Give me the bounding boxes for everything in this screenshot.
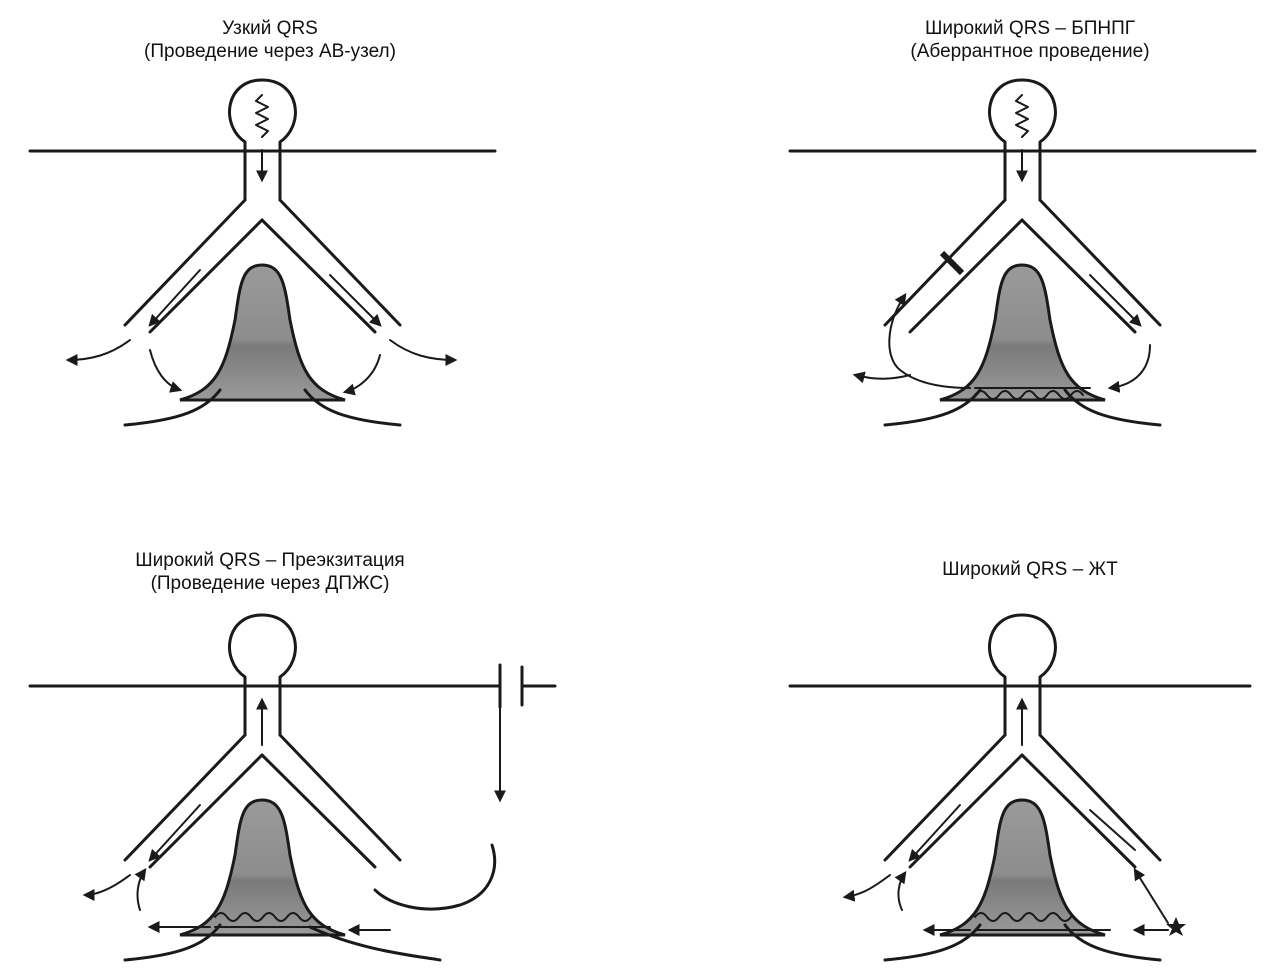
ventricular-septum [180, 265, 345, 400]
panel-title-preexcitation: Широкий QRS – Преэкзитация (Проведение ч… [60, 549, 480, 595]
diagram-preexcitation [30, 605, 570, 975]
conduction-arrow [845, 875, 890, 897]
av-node-bulb [230, 80, 296, 200]
panel-subheading: (Аберрантное проведение) [820, 40, 1240, 63]
sinus-wave [1016, 95, 1028, 137]
panel-title-narrow-qrs: Узкий QRS (Проведение через АВ-узел) [60, 17, 480, 63]
conduction-arrow [345, 355, 380, 392]
ventricular-septum [940, 800, 1105, 935]
conduction-arrow [390, 340, 455, 360]
panel-subheading: (Проведение через ДПЖС) [60, 572, 480, 595]
conduction-arrow [150, 805, 200, 860]
left-bundle-outer [125, 735, 245, 860]
left-bundle-outer [125, 200, 245, 325]
conduction-arrow [138, 870, 145, 910]
ventricular-septum [180, 800, 345, 935]
conduction-arrow [898, 873, 905, 910]
conduction-arrow [150, 270, 200, 325]
left-bundle-outer [885, 735, 1005, 860]
ectopic-focus-star-icon [1166, 917, 1186, 936]
panel-title-rbbb: Широкий QRS – БПНПГ (Аберрантное проведе… [820, 17, 1240, 63]
sinus-wave [256, 95, 268, 137]
conduction-arrow [1110, 345, 1150, 388]
diagram-vt [790, 605, 1260, 975]
ventricular-septum [940, 265, 1105, 400]
conduction-arrow [1090, 275, 1140, 325]
right-bundle-outer [1040, 200, 1160, 325]
right-bundle-outer [280, 735, 400, 860]
right-bundle-outer [280, 200, 400, 325]
panel-subheading: (Проведение через АВ-узел) [60, 40, 480, 63]
panel-title-vt: Широкий QRS – ЖТ [820, 558, 1240, 581]
diagram-narrow-qrs [30, 70, 500, 440]
conduction-arrow [150, 350, 180, 390]
conduction-arrow [330, 275, 380, 325]
panel-heading: Широкий QRS – Преэкзитация [60, 549, 480, 572]
diagram-rbbb [790, 70, 1260, 440]
panel-heading: Широкий QRS – БПНПГ [820, 17, 1240, 40]
conduction-arrow [85, 875, 130, 895]
av-node-bulb [990, 80, 1056, 200]
conduction-arrow [68, 340, 130, 360]
panel-heading: Широкий QRS – ЖТ [820, 558, 1240, 581]
conduction-arrow [910, 805, 960, 860]
right-bundle-outer [1040, 735, 1160, 860]
panel-heading: Узкий QRS [60, 17, 480, 40]
conduction-arrow [855, 375, 910, 379]
left-bundle-outer [885, 200, 1005, 325]
conduction-arrow [1135, 870, 1168, 923]
